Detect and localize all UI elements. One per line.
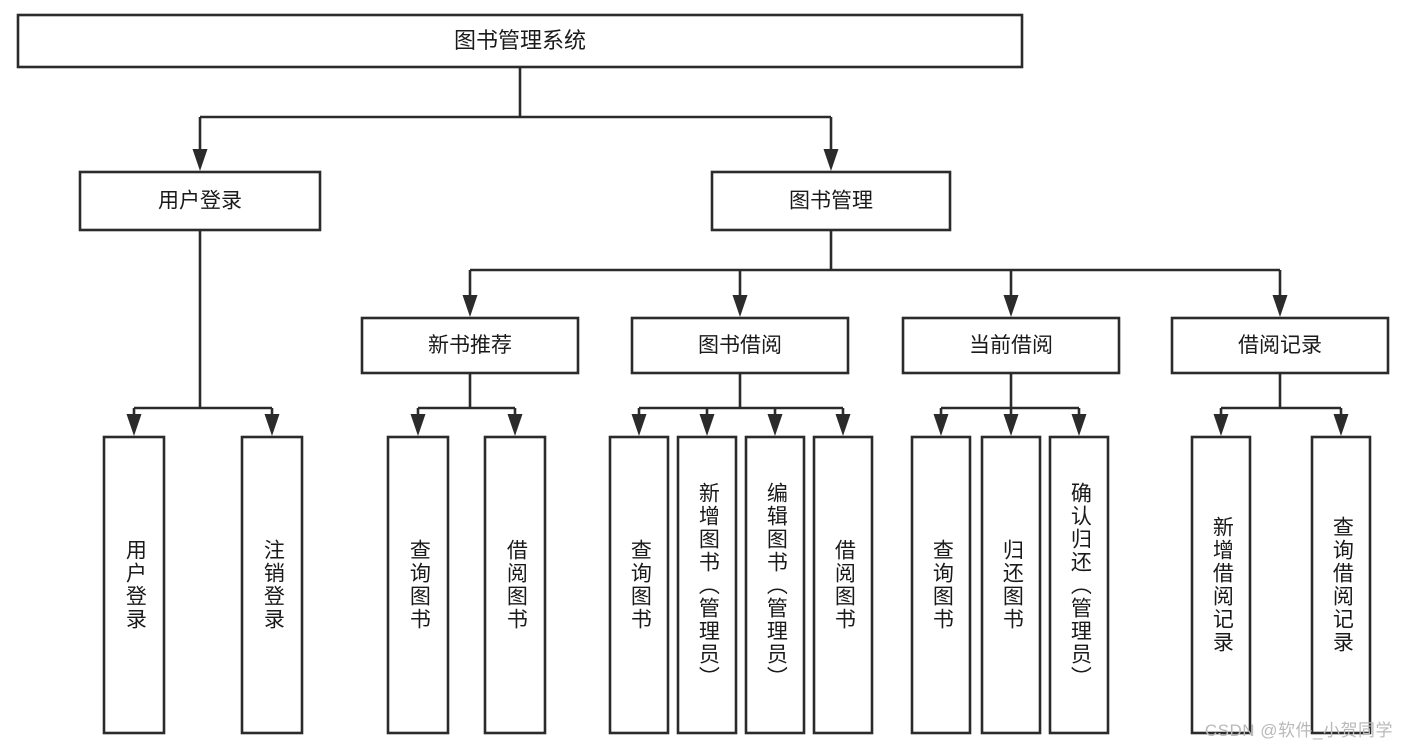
node-label-root: 图书管理系统 bbox=[454, 28, 586, 53]
node-label-l2-2: 图书管理 bbox=[789, 190, 873, 213]
arrow-head-icon bbox=[631, 414, 647, 436]
arrow-head-icon bbox=[1003, 295, 1019, 317]
node-box-lf-5[interactable] bbox=[608, 435, 670, 735]
arrow-head-icon bbox=[1272, 295, 1288, 317]
node-box-l2-2[interactable] bbox=[710, 170, 952, 232]
edge-group-l3-4 bbox=[1213, 373, 1349, 436]
watermark: CSDN @软件_小贺同学 bbox=[1204, 721, 1393, 740]
node-box-lf-10[interactable] bbox=[980, 435, 1042, 735]
node-box-lf-9[interactable] bbox=[910, 435, 972, 735]
node-box-l3-1[interactable] bbox=[360, 316, 580, 375]
node-box-l2-1[interactable] bbox=[78, 170, 322, 232]
arrow-head-icon bbox=[192, 149, 208, 171]
arrow-head-icon bbox=[462, 295, 478, 317]
node-label-l3-4: 借阅记录 bbox=[1238, 334, 1322, 357]
edge-group-l3-3 bbox=[933, 373, 1087, 436]
node-box-lf-4[interactable] bbox=[483, 435, 547, 735]
node-box-lf-13[interactable] bbox=[1310, 435, 1372, 735]
node-box-lf-6[interactable] bbox=[676, 435, 738, 735]
edge-group-root bbox=[192, 67, 839, 171]
node-box-lf-8[interactable] bbox=[812, 435, 874, 735]
arrow-head-icon bbox=[507, 414, 523, 436]
node-box-lf-11[interactable] bbox=[1048, 435, 1110, 735]
arrow-head-icon bbox=[1071, 414, 1087, 436]
arrow-head-icon bbox=[1003, 414, 1019, 436]
edge-group-l3-2 bbox=[631, 373, 851, 436]
arrow-head-icon bbox=[1333, 414, 1349, 436]
node-box-lf-7[interactable] bbox=[744, 435, 806, 735]
node-box-lf-3[interactable] bbox=[386, 435, 450, 735]
node-box-l3-3[interactable] bbox=[901, 316, 1121, 375]
boxes-layer bbox=[16, 13, 1390, 735]
arrow-head-icon bbox=[933, 414, 949, 436]
node-box-root[interactable] bbox=[16, 13, 1024, 69]
arrow-head-icon bbox=[264, 414, 280, 436]
node-label-l2-1: 用户登录 bbox=[158, 190, 242, 213]
edges-layer bbox=[126, 67, 1349, 436]
node-box-l3-4[interactable] bbox=[1170, 316, 1390, 375]
node-box-lf-1[interactable] bbox=[102, 435, 166, 735]
arrow-head-icon bbox=[732, 295, 748, 317]
edge-group-l2-2 bbox=[462, 230, 1288, 317]
arrow-head-icon bbox=[823, 149, 839, 171]
node-box-lf-2[interactable] bbox=[240, 435, 304, 735]
node-label-l3-3: 当前借阅 bbox=[969, 334, 1053, 357]
edge-group-l3-1 bbox=[410, 373, 523, 436]
arrow-head-icon bbox=[767, 414, 783, 436]
node-box-l3-2[interactable] bbox=[630, 316, 850, 375]
node-label-l3-2: 图书借阅 bbox=[698, 334, 782, 357]
arrow-head-icon bbox=[699, 414, 715, 436]
edge-group-l2-1 bbox=[126, 230, 280, 436]
arrow-head-icon bbox=[835, 414, 851, 436]
node-label-l3-1: 新书推荐 bbox=[428, 334, 512, 357]
arrow-head-icon bbox=[126, 414, 142, 436]
arrow-head-icon bbox=[1213, 414, 1229, 436]
node-box-lf-12[interactable] bbox=[1190, 435, 1252, 735]
arrow-head-icon bbox=[410, 414, 426, 436]
